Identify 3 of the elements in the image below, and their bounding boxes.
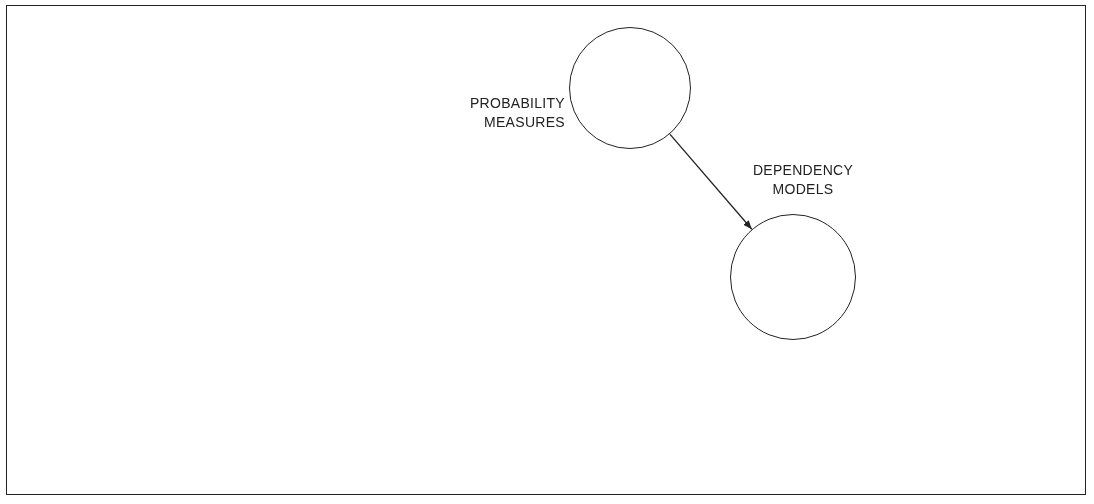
circle-label: PROBABILITY MEASURES [468,94,565,132]
arrow [669,133,753,230]
circle-label: DEPENDENCY MODELS [751,161,855,199]
